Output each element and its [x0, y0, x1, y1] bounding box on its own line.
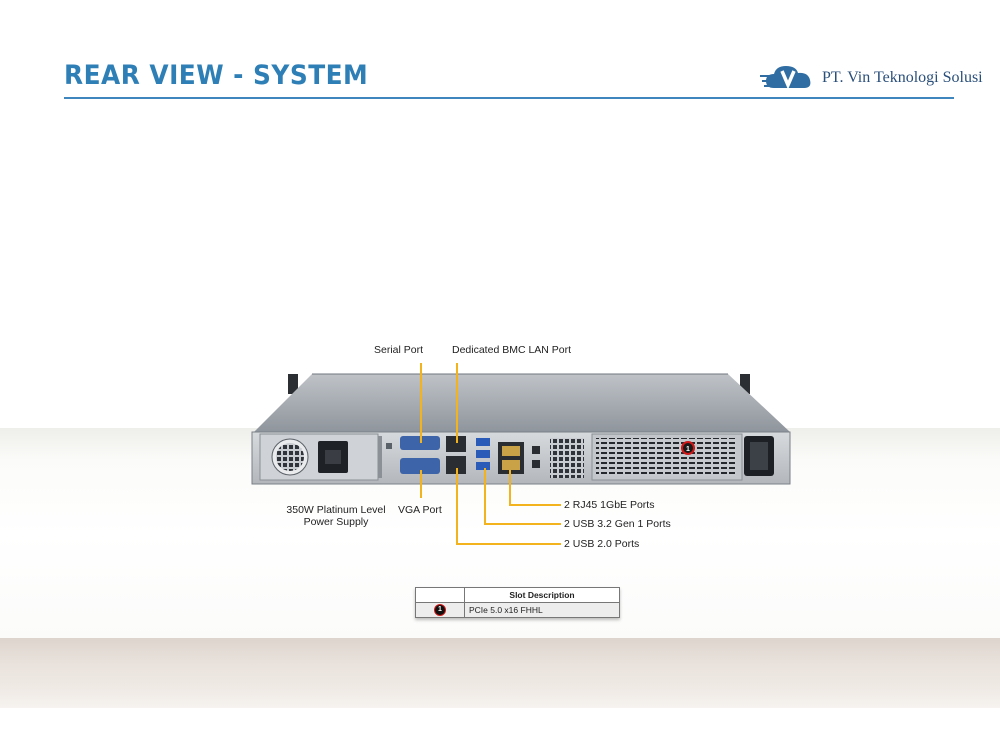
power-supply-label-line2: Power Supply	[303, 516, 369, 528]
title-underline	[64, 97, 954, 99]
bmc-lan-port-label: Dedicated BMC LAN Port	[452, 344, 572, 356]
vga-port-label: VGA Port	[398, 504, 442, 516]
slot-number-header	[415, 587, 465, 603]
table-header-row: Slot Description	[415, 587, 620, 603]
server-rear-image: 1	[251, 373, 791, 485]
slot-number-cell: 1	[415, 602, 465, 618]
slot-description-header: Slot Description	[464, 587, 620, 603]
usb20-ports-label: 2 USB 2.0 Ports	[564, 538, 640, 550]
usb32-leader-h	[484, 523, 561, 525]
slot-number-badge: 1	[434, 604, 446, 616]
vga-port-leader	[420, 470, 422, 498]
power-supply-label-line1: 350W Platinum Level	[286, 504, 386, 516]
slot-description-cell: PCIe 5.0 x16 FHHL	[464, 602, 620, 618]
shelf-edge	[0, 638, 1000, 708]
table-row: 1 PCIe 5.0 x16 FHHL	[415, 602, 620, 618]
power-supply-label: 350W Platinum Level Power Supply	[278, 504, 394, 528]
company-logo: PT. Vin Teknologi Solusi	[760, 60, 990, 96]
serial-port-leader	[420, 363, 422, 443]
rj45-leader-v	[509, 470, 511, 505]
usb32-leader-v	[484, 468, 486, 525]
slot-description-table: Slot Description 1 PCIe 5.0 x16 FHHL	[415, 587, 620, 618]
cloud-logo-icon	[760, 66, 811, 90]
rj45-ports-label: 2 RJ45 1GbE Ports	[564, 499, 655, 511]
usb20-leader-h	[456, 543, 561, 545]
bmc-lan-leader	[456, 363, 458, 443]
pcie-slot-marker: 1	[686, 446, 690, 453]
usb20-leader-v	[456, 468, 458, 545]
rj45-leader-h	[509, 504, 561, 506]
serial-port-label: Serial Port	[374, 344, 424, 356]
page-title: REAR VIEW - SYSTEM	[64, 60, 369, 91]
company-name: PT. Vin Teknologi Solusi	[822, 69, 983, 86]
usb32-ports-label: 2 USB 3.2 Gen 1 Ports	[564, 518, 671, 530]
